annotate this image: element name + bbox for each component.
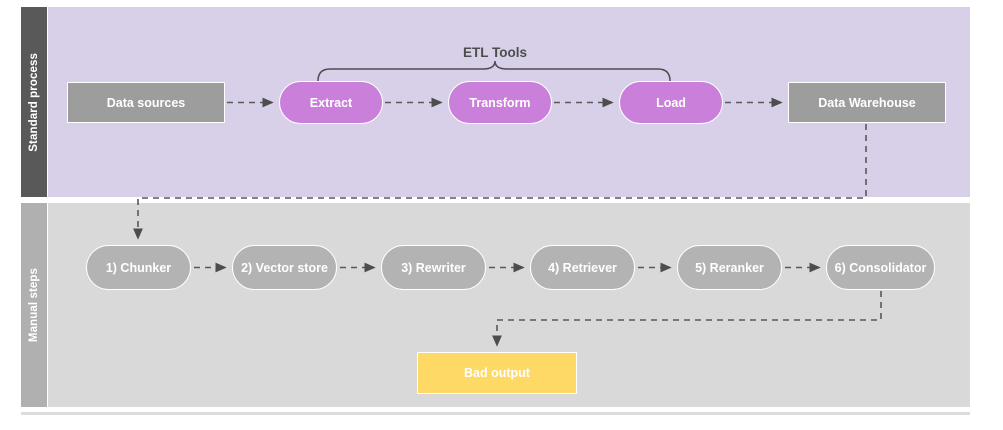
bottom-divider-rule (21, 412, 970, 415)
node-vector-store-label: 2) Vector store (241, 260, 328, 275)
node-vector-store[interactable]: 2) Vector store (232, 245, 337, 290)
node-load-label: Load (656, 95, 686, 110)
node-transform[interactable]: Transform (448, 81, 552, 124)
node-extract[interactable]: Extract (279, 81, 383, 124)
node-load[interactable]: Load (619, 81, 723, 124)
node-rewriter-label: 3) Rewriter (401, 260, 466, 275)
node-retriever-label: 4) Retriever (548, 260, 617, 275)
node-retriever[interactable]: 4) Retriever (530, 245, 635, 290)
node-data-warehouse[interactable]: Data Warehouse (788, 82, 946, 123)
node-bad-output[interactable]: Bad output (417, 352, 577, 394)
node-chunker[interactable]: 1) Chunker (86, 245, 191, 290)
lane-header-manual-steps-label: Manual steps (28, 267, 40, 343)
node-consolidator[interactable]: 6) Consolidator (826, 245, 935, 290)
node-consolidator-label: 6) Consolidator (834, 260, 927, 275)
lane-header-standard-process-label: Standard process (28, 52, 40, 152)
node-transform-label: Transform (469, 95, 531, 110)
node-reranker[interactable]: 5) Reranker (677, 245, 782, 290)
node-rewriter[interactable]: 3) Rewriter (381, 245, 486, 290)
node-bad-output-label: Bad output (464, 366, 530, 380)
node-data-sources-label: Data sources (106, 95, 186, 110)
lane-header-manual-steps: Manual steps (21, 203, 47, 407)
etl-tools-label: ETL Tools (463, 45, 527, 60)
lane-header-standard-process: Standard process (21, 7, 47, 197)
node-data-warehouse-label: Data Warehouse (818, 95, 916, 110)
node-reranker-label: 5) Reranker (695, 260, 764, 275)
node-extract-label: Extract (309, 95, 353, 110)
node-chunker-label: 1) Chunker (105, 260, 172, 275)
node-data-sources[interactable]: Data sources (67, 82, 225, 123)
